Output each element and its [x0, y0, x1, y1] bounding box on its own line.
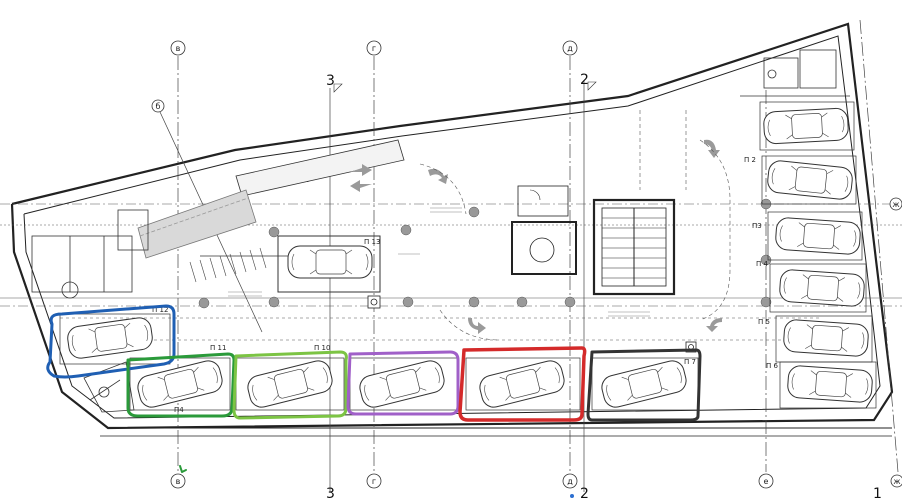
highlight-black: [586, 348, 702, 422]
spot-label-p4: П 4: [756, 260, 768, 268]
car-p5: [782, 318, 870, 358]
top-right-rooms: [740, 49, 850, 97]
section-flag-3: [333, 83, 343, 93]
spot-label-p6: П 6: [766, 362, 778, 370]
axis-bubble-e-bottom: е: [758, 473, 774, 489]
svg-text:д: д: [567, 477, 573, 486]
marker-dot: [570, 494, 574, 498]
traffic-arrows: [350, 139, 722, 334]
car-p10: [244, 357, 336, 411]
axis-bubble-zh-bottom: ж: [890, 474, 902, 488]
car-p2: [766, 159, 854, 201]
highlight-green: [126, 352, 236, 418]
highlight-annotations: [46, 304, 702, 473]
highlight-red: [458, 346, 587, 422]
car-p8: [476, 357, 568, 411]
bottom-left-room: [83, 361, 135, 413]
spot-label-p12: П 12: [152, 306, 168, 314]
axis-bubble-g-top: г: [366, 40, 382, 56]
circulation-paths: [419, 110, 731, 341]
svg-text:б: б: [156, 102, 161, 111]
svg-text:в: в: [176, 477, 181, 486]
cars: [65, 107, 874, 411]
spot-label-p7: П 7: [684, 358, 696, 366]
highlight-blue: [46, 304, 176, 379]
axis-bubble-b: б: [151, 99, 165, 113]
accessibility-icon: [367, 295, 697, 353]
spot-label-p3: П3: [752, 222, 762, 230]
section-flag-2: [587, 81, 597, 91]
car-p9: [356, 357, 448, 411]
car-p13: [287, 245, 373, 279]
car-p12: [65, 315, 155, 361]
drawing-notes: [228, 207, 650, 317]
car-p7: [598, 357, 690, 411]
svg-text:ж: ж: [893, 477, 900, 486]
highlight-green-tick: [179, 465, 187, 473]
car-p3: [774, 216, 862, 256]
axis-bubble-d-bottom: д: [562, 473, 578, 489]
svg-text:е: е: [764, 477, 769, 486]
left-utility-rooms: [31, 209, 300, 299]
svg-text:ж: ж: [892, 200, 899, 209]
axis-bubble-v-bottom: в: [170, 473, 186, 489]
ramp-hatching: [189, 247, 267, 283]
spot-label-p10: П 10: [314, 344, 330, 352]
spot-label-p11: П 11: [210, 344, 226, 352]
section-mark-2-top: 2: [580, 72, 589, 88]
section-mark-3-top: 3: [326, 73, 335, 89]
section-mark-3-bottom: 3: [326, 486, 335, 502]
grid-axes: [159, 19, 899, 492]
svg-text:г: г: [372, 477, 376, 486]
axis-bubble-v-top: в: [170, 40, 186, 56]
spot-label-p2: П 2: [744, 156, 756, 164]
highlight-lime: [232, 350, 348, 420]
highlight-purple: [346, 350, 460, 416]
parking-spaces: [59, 101, 877, 411]
car-p6: [786, 364, 874, 404]
entrance-ramp: [137, 139, 405, 259]
axis-bubble-d-top: д: [562, 40, 578, 56]
svg-text:в: в: [176, 44, 181, 53]
section-mark-2-bottom: 2: [580, 486, 589, 502]
axis-bubble-g-bottom: г: [366, 473, 382, 489]
stair-core: [511, 185, 676, 296]
axis-bubble-zh-right: ж: [889, 197, 902, 211]
svg-text:д: д: [567, 44, 573, 53]
car-p1: [762, 107, 850, 145]
section-mark-1-bottom: 1: [873, 486, 882, 502]
structural-columns: [198, 198, 772, 309]
spot-label-p14: П4: [174, 406, 184, 414]
spot-label-p5: П 5: [758, 318, 770, 326]
spot-label-p13: П 13: [364, 238, 380, 246]
svg-text:г: г: [372, 44, 376, 53]
car-p4: [778, 268, 866, 308]
